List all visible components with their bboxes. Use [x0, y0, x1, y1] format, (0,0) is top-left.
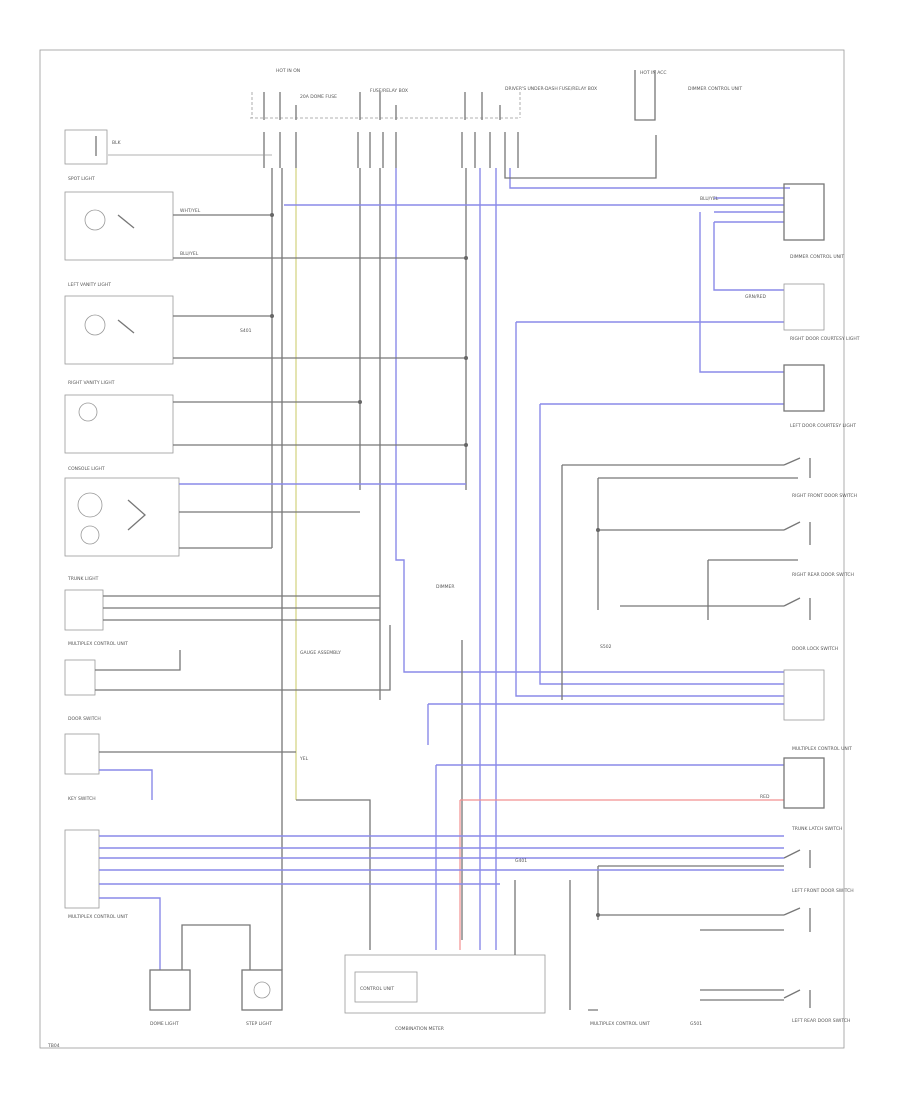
step-light-label: STEP LIGHT	[246, 1021, 272, 1027]
front-door-sw-label: RIGHT FRONT DOOR SWITCH	[792, 493, 857, 499]
trunk-light-label: TRUNK LIGHT	[67, 576, 99, 582]
wl-red-right: RED	[760, 794, 770, 800]
r-mpcs2-label: MULTIPLEX CONTROL UNIT	[792, 746, 852, 752]
right-connector-top	[783, 183, 825, 241]
ground-a: G401	[515, 858, 527, 864]
main-vertical-wires	[271, 168, 790, 970]
right-door-sw-label: RIGHT DOOR COURTESY LIGHT	[790, 336, 860, 342]
hot-acc-label: HOT IN ACC	[640, 70, 667, 76]
lf-door-sw-label: LEFT FRONT DOOR SWITCH	[792, 888, 854, 894]
wl-blu-1: BLU/YEL	[180, 251, 199, 257]
footer-code: TB04	[47, 1043, 60, 1049]
control-unit-label: CONTROL UNIT	[360, 986, 394, 992]
diagram-frame	[39, 49, 845, 1049]
door-lock-sw-label: DOOR LOCK SWITCH	[792, 646, 838, 652]
combination-meter-label: COMBINATION METER	[395, 1026, 444, 1032]
left-components: BLK SPOT LIGHT WHT/YEL BLU/YEL LEFT VANI…	[64, 129, 784, 970]
key-sw-label: KEY SWITCH	[68, 796, 96, 802]
left-spot-label: SPOT LIGHT	[68, 176, 95, 182]
right-components: DIMMER CONTROL UNIT RIGHT DOOR COURTESY …	[597, 183, 860, 1024]
bottom-components: DOME LIGHT STEP LIGHT CONTROL UNIT COMBI…	[149, 584, 702, 1032]
splice-b: S502	[600, 644, 612, 650]
right-vanity-label: RIGHT VANITY LIGHT	[68, 380, 115, 386]
sensor-right-comp: DIMMER CONTROL UNIT	[790, 254, 844, 260]
mpcs-label: MULTIPLEX CONTROL UNIT	[68, 641, 128, 647]
splice-a: S401	[240, 328, 252, 334]
wl-blk-1: BLK	[112, 140, 122, 146]
lr-door-sw-label: LEFT REAR DOOR SWITCH	[792, 1018, 850, 1024]
fuse-right-label: DRIVER'S UNDER-DASH FUSE/RELAY BOX	[505, 86, 597, 92]
ground-b: G501	[690, 1021, 702, 1027]
wl-yel-left: YEL	[299, 756, 309, 762]
trunk-sw-label: TRUNK LATCH SWITCH	[791, 826, 842, 832]
left-door-sw-label: LEFT DOOR COURTESY LIGHT	[790, 423, 856, 429]
door-sw-left-label: DOOR SWITCH	[68, 716, 101, 722]
wl-blu-right: BLU/YEL	[700, 196, 719, 202]
wl-wht-1: WHT/YEL	[180, 208, 201, 214]
mpcs-bottom-label: MULTIPLEX CONTROL UNIT	[68, 914, 128, 920]
right-side-blue-feeds	[427, 197, 798, 950]
wl-grn-right: GRN/RED	[745, 294, 766, 300]
gauge-box-label: GAUGE ASSEMBLY	[300, 650, 341, 656]
fuse-top-label: 20A DOME FUSE	[300, 94, 337, 100]
console-light-label: CONSOLE LIGHT	[68, 466, 105, 472]
rear-door-sw-label: RIGHT REAR DOOR SWITCH	[792, 572, 854, 578]
sensor-right-label: DIMMER CONTROL UNIT	[688, 86, 742, 92]
fuse-left-label: FUSE/RELAY BOX	[370, 88, 408, 94]
dimmer-label: DIMMER	[436, 584, 455, 590]
hot-top-label: HOT IN ON	[276, 68, 300, 74]
connection-dots	[270, 213, 600, 917]
top-fuse-block: HOT IN ON 20A DOME FUSE FUSE/RELAY BOX D…	[250, 68, 742, 168]
left-vanity-label: LEFT VANITY LIGHT	[68, 282, 111, 288]
r-mpcs-label: MULTIPLEX CONTROL UNIT	[590, 1021, 650, 1027]
dome-light-label: DOME LIGHT	[150, 1021, 179, 1027]
